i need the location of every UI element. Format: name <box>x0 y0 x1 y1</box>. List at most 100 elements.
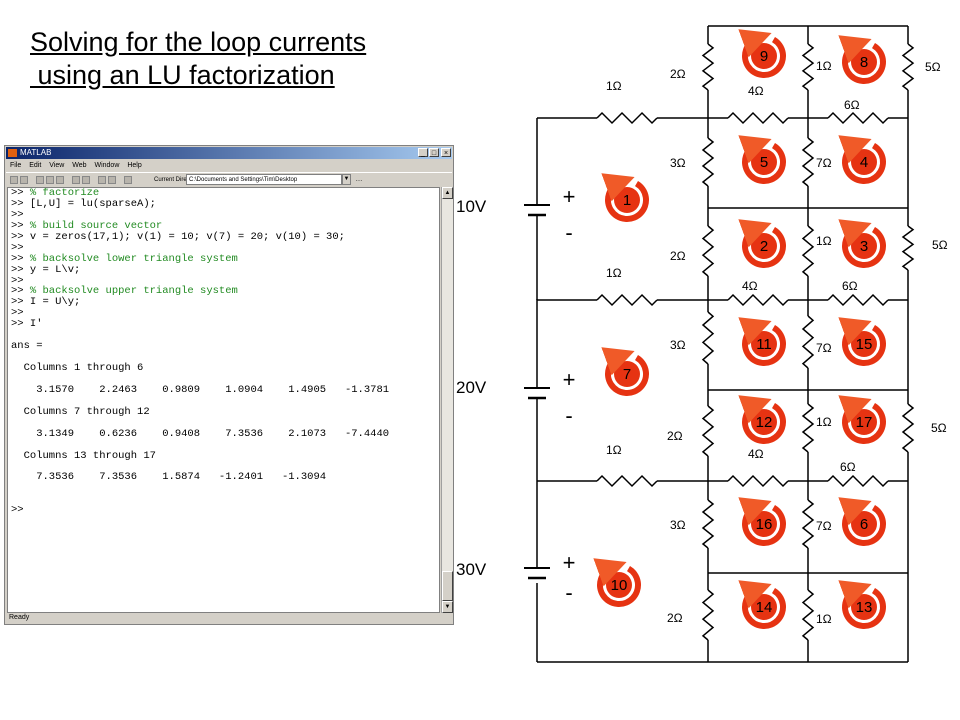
loop-number: 10 <box>611 577 628 594</box>
battery-plus-sign: + <box>563 184 576 209</box>
resistor-label: 4Ω <box>742 279 758 293</box>
loop-16: 16 <box>738 497 786 546</box>
loop-arrow-icon <box>738 580 786 629</box>
menu-file[interactable]: File <box>10 162 22 169</box>
console-line: >> v = zeros(17,1); v(1) = 10; v(7) = 20… <box>11 231 389 243</box>
close-button[interactable]: × <box>441 148 451 157</box>
resistor <box>901 225 915 271</box>
circuit-wires <box>536 25 909 663</box>
resistor <box>701 405 715 457</box>
resistor <box>801 315 815 369</box>
menu-view[interactable]: View <box>49 162 65 169</box>
resistor-label: 4Ω <box>748 84 764 98</box>
resistor <box>827 293 889 307</box>
resistor-label: 2Ω <box>667 429 683 443</box>
loop-arrow-icon <box>738 29 786 78</box>
paste-icon[interactable] <box>56 176 64 184</box>
simulink-icon[interactable] <box>98 176 106 184</box>
chevron-down-icon[interactable]: ▼ <box>342 174 351 185</box>
resistor <box>801 403 815 453</box>
maximize-button[interactable]: □ <box>429 148 439 157</box>
console-line: >> <box>11 209 389 221</box>
loop-number: 5 <box>760 154 768 171</box>
console-text: >> <box>11 285 30 298</box>
resistor <box>596 293 658 307</box>
resistor-label: 3Ω <box>670 338 686 352</box>
cut-icon[interactable] <box>36 176 44 184</box>
copy-icon[interactable] <box>46 176 54 184</box>
loop-arrow-icon <box>838 580 886 629</box>
loop-6: 6 <box>838 497 886 546</box>
menu-web[interactable]: Web <box>72 162 87 169</box>
scroll-up-icon[interactable]: ▲ <box>442 187 453 199</box>
console-line: >> <box>11 275 389 287</box>
menu-edit[interactable]: Edit <box>29 162 42 169</box>
console-text: >> <box>11 504 24 517</box>
menu-help[interactable]: Help <box>127 162 142 169</box>
window-title: MATLAB <box>20 148 52 157</box>
battery-plus-sign: + <box>563 550 576 575</box>
resistor <box>901 403 915 453</box>
console-line: >> % build source vector <box>11 220 389 232</box>
window-titlebar[interactable]: MATLAB _ □ × <box>6 147 452 159</box>
current-directory-label: Current Directory: <box>154 177 202 183</box>
resistor-label: 4Ω <box>748 447 764 461</box>
resistor-label: 1Ω <box>606 443 622 457</box>
resistor <box>596 111 658 125</box>
loop-17: 17 <box>838 395 886 444</box>
loop-arrow-icon <box>738 219 786 268</box>
console-text: >> I' <box>11 318 43 331</box>
status-bar: Ready <box>9 614 30 621</box>
console-line: >> % backsolve lower triangle system <box>11 253 389 265</box>
new-file-icon[interactable] <box>10 176 18 184</box>
resistor-label: 3Ω <box>670 156 686 170</box>
menu-window[interactable]: Window <box>94 162 120 169</box>
loop-10: 10 <box>593 558 641 607</box>
guide-icon[interactable] <box>108 176 116 184</box>
menu-bar: File Edit View Web Window Help <box>6 160 452 171</box>
console-text: Columns 1 through 6 <box>11 362 144 374</box>
loop-11: 11 <box>738 317 786 366</box>
redo-icon[interactable] <box>82 176 90 184</box>
loop-number: 4 <box>860 154 868 171</box>
resistor <box>801 225 815 277</box>
loop-4: 4 <box>838 135 886 184</box>
matlab-window[interactable]: MATLAB _ □ × File Edit View Web Window H… <box>4 145 454 625</box>
loop-number: 11 <box>756 336 772 353</box>
scroll-down-icon[interactable]: ▼ <box>442 601 453 613</box>
loop-arrow-icon <box>838 35 886 84</box>
console-line: >> y = L\v; <box>11 264 389 276</box>
resistor-label: 1Ω <box>606 79 622 93</box>
toolbar: Current Directory: C:\Documents and Sett… <box>6 172 452 187</box>
resistor <box>801 589 815 641</box>
loop-15: 15 <box>838 317 886 366</box>
loop-number: 12 <box>756 414 773 431</box>
console-comment: % backsolve upper triangle system <box>29 285 238 298</box>
help-icon[interactable] <box>124 176 132 184</box>
vertical-scrollbar[interactable]: ▲ ▼ <box>441 187 453 613</box>
loop-2: 2 <box>738 219 786 268</box>
loop-8: 8 <box>838 35 886 84</box>
command-window[interactable]: >> % factorize>> [L,U] = lu(sparseA);>>>… <box>7 187 440 613</box>
browse-folder-icon[interactable]: … <box>355 176 363 183</box>
resistor <box>701 589 715 641</box>
scroll-thumb[interactable] <box>442 571 453 601</box>
resistor <box>827 111 889 125</box>
resistor-label: 7Ω <box>816 156 832 170</box>
loop-number: 17 <box>856 414 873 431</box>
loop-7: 7 <box>601 347 649 396</box>
minimize-button[interactable]: _ <box>418 148 428 157</box>
resistor-label: 2Ω <box>670 67 686 81</box>
loop-number: 2 <box>760 238 768 255</box>
resistor-label: 1Ω <box>816 415 832 429</box>
resistor-label: 1Ω <box>816 59 832 73</box>
console-line: >> <box>11 505 389 516</box>
loop-1: 1 <box>601 173 649 222</box>
battery-minus-sign: - <box>565 220 572 245</box>
loop-number: 6 <box>860 516 868 533</box>
circuit-resistors <box>596 43 915 641</box>
current-directory-field[interactable]: C:\Documents and Settings\Tim\Desktop <box>186 174 342 185</box>
undo-icon[interactable] <box>72 176 80 184</box>
console-line: Columns 13 through 17 <box>11 450 389 462</box>
open-file-icon[interactable] <box>20 176 28 184</box>
